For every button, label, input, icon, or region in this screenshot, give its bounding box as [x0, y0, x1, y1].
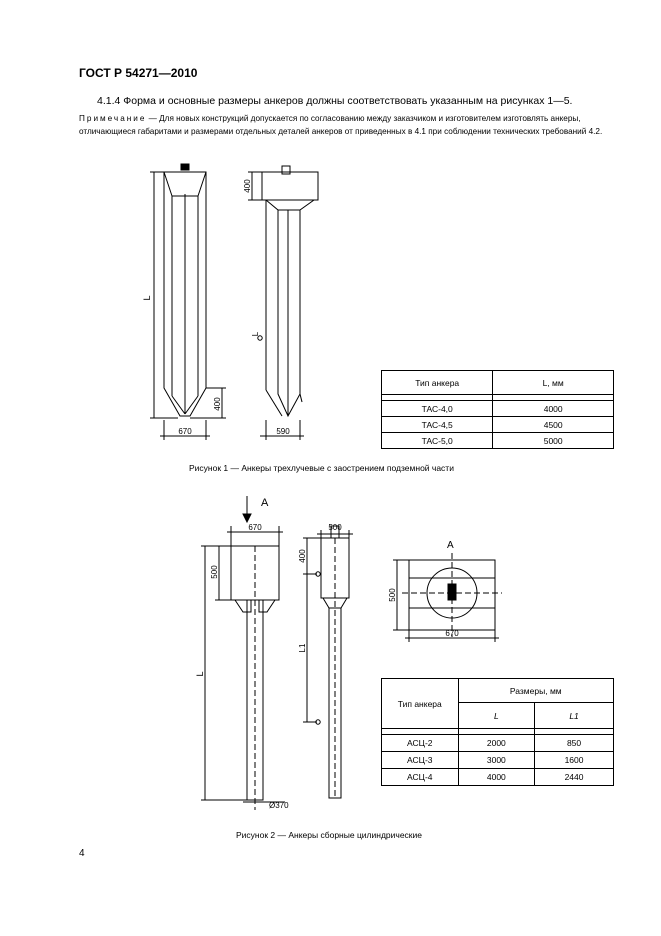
fig2-dim-670-top: 670	[248, 523, 262, 532]
table-row: АСЦ-4 4000 2440	[381, 768, 614, 786]
anchor2-cap	[281, 165, 291, 175]
fig1-dim-L-left: L	[142, 295, 152, 300]
figure1-drawing: L 400 670 400 590 L	[142, 163, 319, 440]
assembled-anchor-column	[246, 599, 264, 801]
fig2-dim-L: L	[195, 671, 205, 676]
side-view-marker-bottom	[315, 719, 321, 725]
fig2-dim-500: 500	[210, 565, 219, 579]
fig2-dim-plan-500: 500	[388, 588, 397, 602]
document-header: ГОСТ Р 54271—2010	[79, 66, 198, 80]
fig2-dim-400-side: 400	[298, 549, 307, 563]
anchor1-body	[163, 171, 207, 417]
fig2-dim-plan-670: 670	[445, 629, 459, 638]
table-row: ТАС-4,0 4000	[380, 400, 614, 417]
fig1-table-header-type: Тип анкера	[380, 370, 494, 395]
anchor2-marker	[257, 335, 263, 341]
fig2-plan-label-a: A	[447, 540, 454, 551]
table-row: ТАС-4,5 4500	[380, 416, 614, 433]
table-row: АСЦ-2 2000 850	[381, 734, 614, 752]
clause-4-1-4: 4.1.4 Форма и основные размеры анкеров д…	[97, 95, 573, 107]
figure1-caption: Рисунок 1 — Анкеры трехлучевые с заостре…	[189, 463, 454, 473]
figure2-caption: Рисунок 2 — Анкеры сборные цилиндрически…	[236, 830, 422, 840]
figure2-drawing: A 670 500 L Ø370 500 400 L1 A 500 670	[195, 496, 502, 810]
figure1-table: Тип анкера L, мм ТАС-4,0 4000 ТАС-4,5 45…	[380, 370, 614, 449]
fig1-dim-670: 670	[178, 427, 192, 436]
anchor2-head	[261, 171, 319, 201]
fig2-view-a-label: A	[261, 497, 269, 509]
figure2-table: Тип анкера Размеры, мм L L1 АСЦ-2 2000 8…	[381, 678, 615, 786]
fig2-dim-500-side: 500	[328, 523, 342, 532]
fig1-dim-590: 590	[276, 427, 290, 436]
side-view-marker-top	[315, 571, 321, 577]
fig2-dim-diameter: Ø370	[269, 801, 289, 810]
fig2-dim-L1: L1	[298, 643, 307, 652]
fig2-table-header-L1: L1	[534, 702, 614, 729]
note-paragraph: Примечание — Для новых конструкций допус…	[79, 113, 617, 138]
fig1-dim-400-top: 400	[243, 179, 252, 193]
table-row: ТАС-5,0 5000	[380, 432, 614, 449]
fig1-dim-L-right: L	[251, 331, 260, 336]
fig1-dim-400-bottom: 400	[213, 397, 222, 411]
note-text: — Для новых конструкций допускается по с…	[79, 114, 603, 136]
table-row: АСЦ-3 3000 1600	[381, 751, 614, 769]
fig2-table-header-L: L	[457, 702, 536, 729]
fig1-table-header-L: L, мм	[492, 370, 614, 395]
anchor1-cap	[180, 163, 190, 171]
fig2-table-header-type: Тип анкера	[381, 678, 459, 729]
note-label: Примечание	[79, 114, 147, 123]
side-view-column	[328, 607, 342, 799]
fig2-table-header-group: Размеры, мм	[457, 678, 615, 703]
page-number: 4	[79, 848, 85, 859]
anchor2-body	[265, 199, 316, 418]
